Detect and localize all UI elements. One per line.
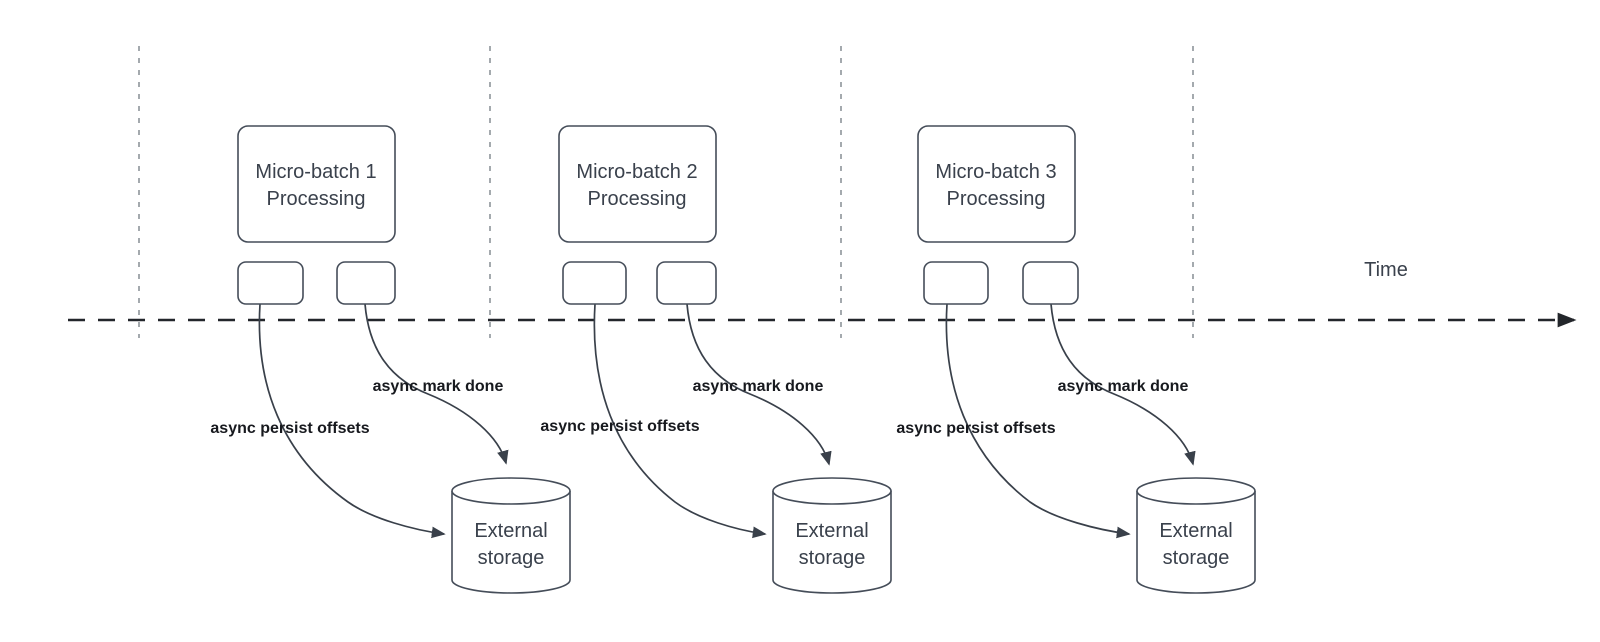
microbatch-2-box — [558, 125, 717, 243]
async-mark-done-arrow-1 — [364, 303, 509, 465]
microbatch-3-box — [917, 125, 1076, 243]
external-storage-2-cylinder-top — [772, 477, 892, 505]
async-persist-offsets-arrow-2 — [593, 303, 767, 539]
external-storage-3-label-line1: External — [1159, 520, 1232, 542]
async-mark-done-arrow-3 — [1050, 303, 1196, 466]
async-persist-offsets-label-1: async persist offsets — [210, 420, 369, 437]
microbatch-1-mark-done-port — [336, 261, 396, 305]
external-storage-3: External storage — [1136, 477, 1256, 594]
external-storage-3-label-line2: storage — [1163, 547, 1230, 569]
async-persist-offsets-label-3: async persist offsets — [896, 420, 1055, 437]
async-mark-done-label-2: async mark done — [693, 378, 824, 395]
microbatch-2-mark-done-port — [656, 261, 717, 305]
external-storage-2-cylinder-body — [772, 491, 892, 594]
microbatch-1-box — [237, 125, 396, 243]
microbatch-3-title-line2: Processing — [947, 188, 1046, 210]
external-storage-2-label-line2: storage — [799, 547, 866, 569]
microbatch-3-title-line1: Micro-batch 3 — [935, 161, 1056, 183]
external-storage-2-label-line1: External — [795, 520, 868, 542]
async-persist-offsets-arrow-3 — [945, 303, 1131, 539]
microbatch-group-1: Micro-batch 1 Processing async persist o… — [210, 125, 571, 594]
external-storage-1: External storage — [451, 477, 571, 594]
time-axis-label: Time — [1364, 259, 1408, 281]
microbatch-1-persist-offsets-port — [237, 261, 304, 305]
microbatch-2-persist-offsets-port — [562, 261, 627, 305]
external-storage-1-cylinder-top — [451, 477, 571, 505]
microbatch-1-title-line1: Micro-batch 1 — [255, 161, 376, 183]
async-mark-done-label-1: async mark done — [373, 378, 504, 395]
microbatch-2-title-line2: Processing — [588, 188, 687, 210]
async-mark-done-label-3: async mark done — [1058, 378, 1189, 395]
microbatch-3-persist-offsets-port — [923, 261, 989, 305]
async-persist-offsets-label-2: async persist offsets — [540, 418, 699, 435]
external-storage-3-cylinder-body — [1136, 491, 1256, 594]
microbatch-3-mark-done-port — [1022, 261, 1079, 305]
async-mark-done-arrow-2 — [686, 303, 832, 466]
external-storage-2: External storage — [772, 477, 892, 594]
microbatch-2-title-line1: Micro-batch 2 — [576, 161, 697, 183]
external-storage-1-label-line1: External — [474, 520, 547, 542]
external-storage-1-label-line2: storage — [478, 547, 545, 569]
microbatch-group-2: Micro-batch 2 Processing async persist o… — [540, 125, 892, 594]
async-persist-offsets-arrow-1 — [258, 303, 446, 539]
external-storage-1-cylinder-body — [451, 491, 571, 594]
microbatch-group-3: Micro-batch 3 Processing async persist o… — [896, 125, 1256, 594]
microbatch-1-title-line2: Processing — [267, 188, 366, 210]
external-storage-3-cylinder-top — [1136, 477, 1256, 505]
